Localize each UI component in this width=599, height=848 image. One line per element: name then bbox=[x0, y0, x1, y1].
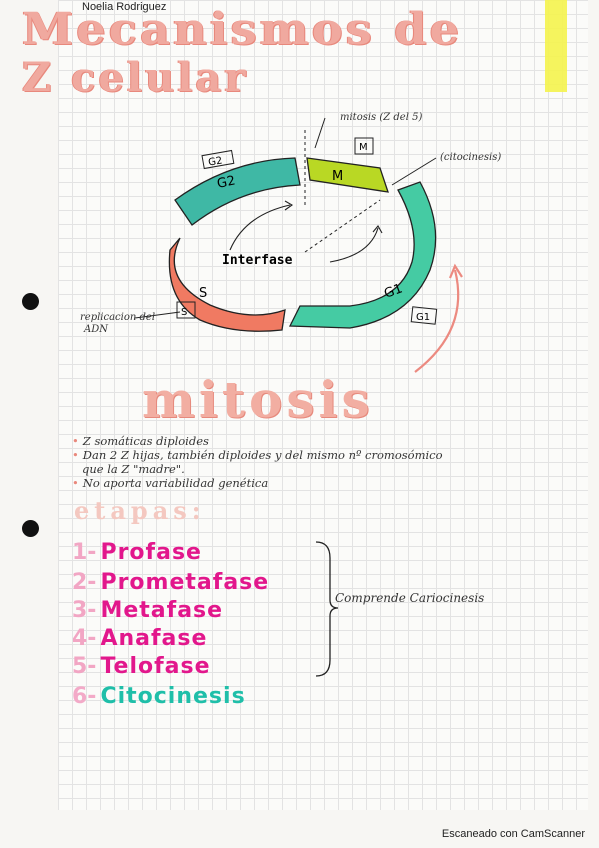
stage-item: 6-Citocinesis bbox=[72, 684, 246, 709]
note-mitosis: mitosis (Z del 5) bbox=[340, 112, 422, 123]
phase-m-segment bbox=[306, 157, 389, 193]
binder-hole bbox=[22, 293, 39, 310]
author-name: Noelia Rodriguez bbox=[82, 1, 167, 13]
stages-heading: etapas: bbox=[74, 496, 206, 525]
box-g1-text: G1 bbox=[416, 312, 430, 323]
arrow-head bbox=[284, 200, 294, 211]
bullet-item: •Z somáticas diploides bbox=[72, 434, 209, 448]
note-replication-2: ADN bbox=[83, 324, 109, 335]
box-s-text: S bbox=[181, 307, 187, 318]
note-cytokinesis: (citocinesis) bbox=[440, 152, 501, 163]
brace-note: Comprende Cariocinesis bbox=[335, 591, 485, 605]
section-title: mitosis bbox=[142, 370, 374, 429]
red-arrow bbox=[414, 269, 460, 373]
phase-g1-arc bbox=[288, 181, 437, 329]
stage-item: 2-Prometafase bbox=[72, 570, 270, 595]
label-box-m bbox=[354, 137, 374, 155]
page-title-line-2: Z celular bbox=[22, 54, 249, 101]
phase-g2-label: G2 bbox=[216, 173, 237, 191]
bullet-dot: • bbox=[72, 476, 79, 490]
label-box-g2 bbox=[201, 149, 235, 170]
brace bbox=[315, 541, 339, 677]
bullet-dot: • bbox=[72, 434, 79, 448]
label-box-s bbox=[176, 301, 196, 319]
stage-item: 4-Anafase bbox=[72, 626, 208, 651]
bullet-item: •No aporta variabilidad genética bbox=[72, 476, 269, 490]
phase-s-label: S bbox=[199, 286, 207, 301]
arrow-head bbox=[372, 225, 383, 234]
arrow-head bbox=[448, 263, 463, 279]
scanner-watermark: Escaneado con CamScanner bbox=[441, 828, 585, 840]
label-box-g1 bbox=[410, 306, 438, 325]
phase-g2-arc bbox=[174, 157, 301, 226]
stage-item: 3-Metafase bbox=[72, 598, 224, 623]
grid-paper bbox=[58, 0, 588, 810]
bullet-list: •Z somáticas diploides •Dan 2 Z hijas, t… bbox=[72, 434, 443, 490]
page-title-line-1: Mecanismos de bbox=[22, 4, 463, 55]
phase-m-label: M bbox=[332, 169, 343, 184]
box-m-text: M bbox=[359, 142, 368, 153]
binder-hole bbox=[22, 520, 39, 537]
interphase-arrow bbox=[229, 204, 291, 251]
bullet-dot: • bbox=[72, 448, 79, 462]
stage-item: 1-Profase bbox=[72, 540, 202, 565]
phase-s-arc bbox=[168, 237, 286, 332]
bullet-item: •Dan 2 Z hijas, también diploides y del … bbox=[72, 448, 443, 462]
pointer-line bbox=[391, 157, 437, 186]
highlighter-mark bbox=[545, 0, 567, 92]
pointer-line bbox=[314, 117, 326, 149]
box-g2-text: G2 bbox=[207, 155, 223, 168]
bullet-item-continuation: que la Z "madre". bbox=[82, 462, 185, 476]
note-replication-1: replicacion del bbox=[80, 312, 155, 323]
interphase-label: Interfase bbox=[222, 253, 293, 268]
phase-g1-label: G1 bbox=[382, 281, 404, 301]
stage-item: 5-Telofase bbox=[72, 654, 211, 679]
interphase-arrow bbox=[329, 227, 379, 263]
pointer-line bbox=[134, 311, 181, 319]
